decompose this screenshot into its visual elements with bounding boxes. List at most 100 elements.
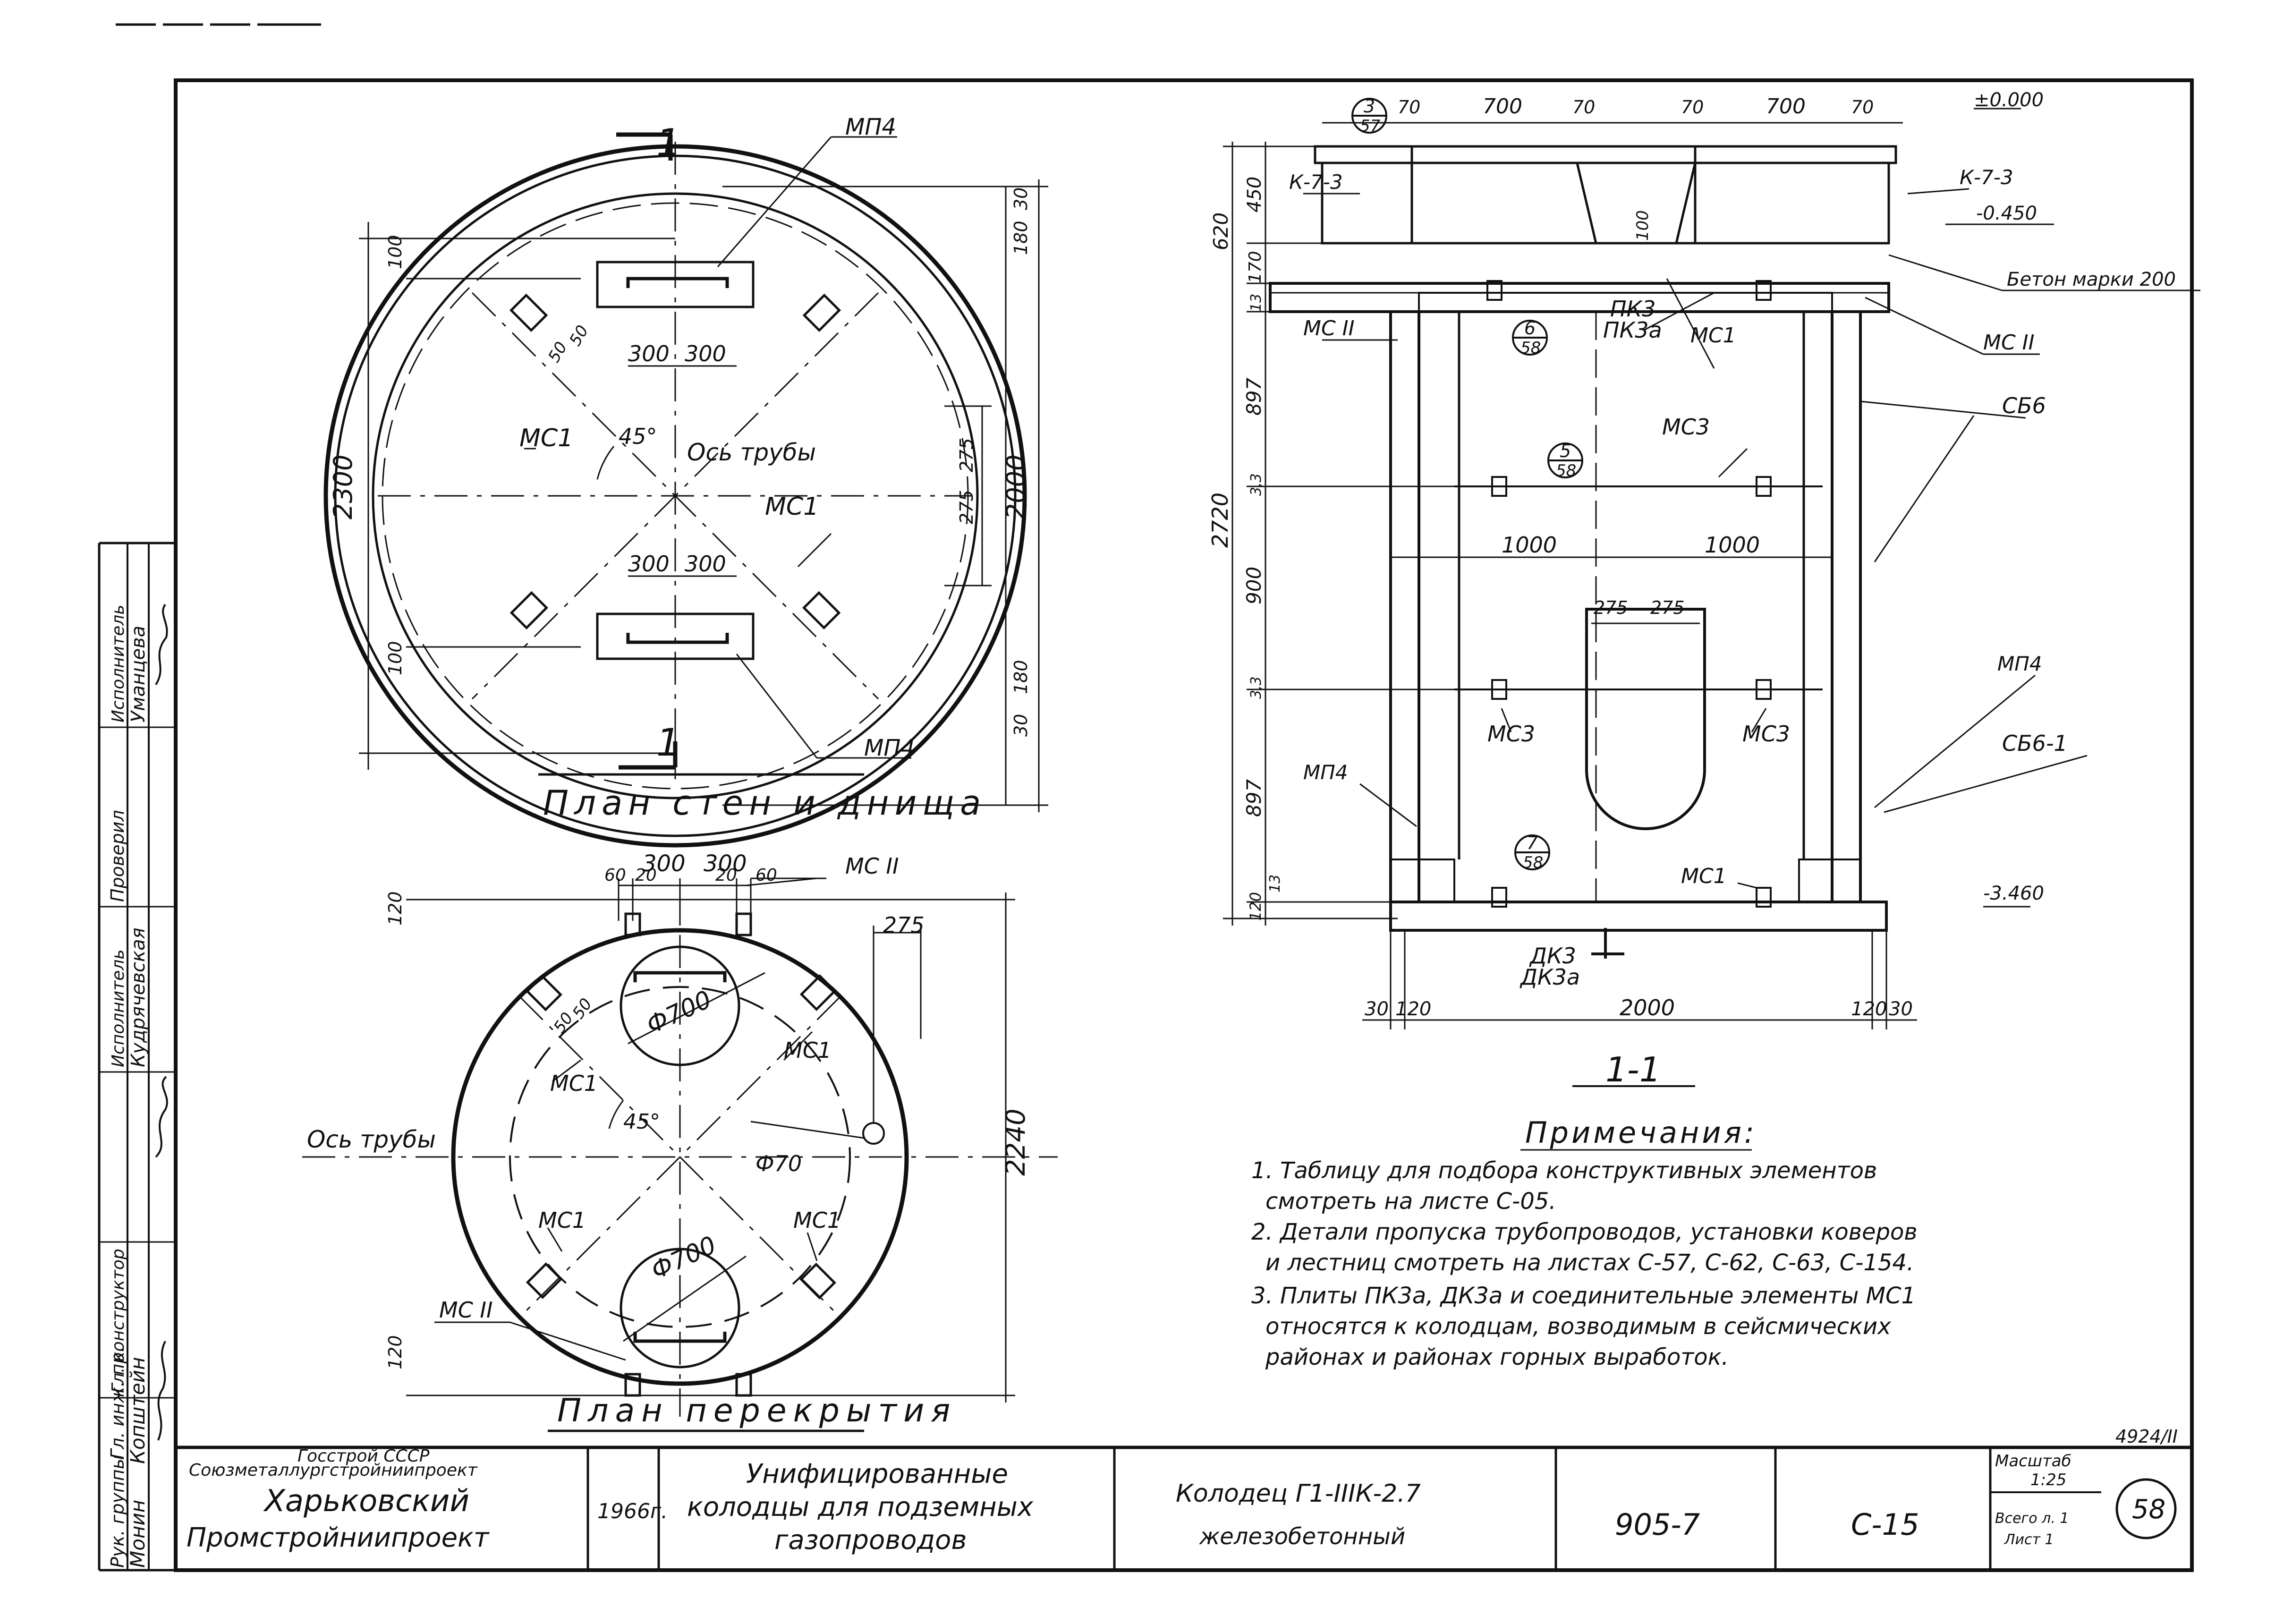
note-line-6: относятся к колодцам, возводимым в сейсм… [1265, 1313, 1891, 1340]
top-dim-1: 70 [1398, 97, 1420, 118]
dim-180-bottom: 180 [1010, 660, 1031, 694]
slab-dim-20-b: 20 [715, 866, 737, 885]
label-mp4-right: МП4 [1997, 652, 2042, 675]
label-sb61: СБ6-1 [2002, 731, 2068, 756]
dim-1000-a: 1000 [1502, 532, 1557, 558]
tb-scale-label: Масштаб [1995, 1452, 2071, 1471]
notes: Примечания: 1. Таблицу для подбора конст… [1251, 1115, 1918, 1370]
tb-item1: Колодец Г1-IIIК-2.7 [1176, 1479, 1421, 1508]
ref-6-num: 6 [1524, 318, 1536, 339]
section-title: 1-1 [1605, 1050, 1661, 1089]
elev-0: ±0.000 [1974, 89, 2044, 111]
stamp-name-1: Монин [126, 1500, 149, 1568]
label-ms1-top: МС1 [1690, 323, 1736, 348]
stamp-role-5: Проверил [107, 810, 128, 902]
slab-label-ms1-a: МС1 [550, 1071, 598, 1096]
top-dim-4: 70 [1681, 97, 1704, 118]
side-stamp: Рук. группы Гл. инж. пр. Гл. конструктор… [98, 542, 176, 1572]
note-line-2: смотреть на листе С-05. [1265, 1188, 1556, 1215]
stamp-name-6: Уманцева [127, 626, 149, 723]
slab-label-ms1-c: МС1 [538, 1207, 586, 1233]
slab-dim-120-bottom: 120 [385, 1335, 406, 1369]
top-dim-6: 70 [1851, 97, 1874, 118]
dim-897-a: 897 [1242, 378, 1265, 416]
slab-label-ms11-top: МС II [845, 853, 899, 879]
tb-item2: железобетонный [1199, 1523, 1405, 1550]
dim-275-b: 275 [956, 490, 977, 524]
ref-3-sheet: 57 [1360, 117, 1381, 136]
tb-org2: Союзметаллургстройниипроект [189, 1461, 478, 1480]
dim-170: 170 [1246, 251, 1265, 283]
ref-3-num: 3 [1364, 96, 1375, 117]
dim-2720: 2720 [1207, 493, 1233, 548]
plan-walls-title: План стен и днища [543, 783, 986, 823]
section-mark-top: 1 [656, 121, 680, 165]
note-line-7: районах и районах горных выработок. [1265, 1344, 1729, 1370]
slab-dia-small: Ф70 [756, 1151, 802, 1176]
tb-name1: Унифицированные [746, 1459, 1008, 1489]
ref-7-sheet: 58 [1523, 853, 1543, 872]
slab-dim-120-top: 120 [385, 891, 406, 926]
tb-sheet: Лист 1 [2004, 1531, 2054, 1548]
tb-org4: Промстройниипроект [187, 1522, 490, 1553]
tb-name3: газопроводов [774, 1525, 967, 1556]
ref-5-num: 5 [1560, 441, 1571, 461]
elev-minus-450: -0.450 [1976, 203, 2037, 224]
stamp-role-6: Исполнитель [109, 604, 128, 723]
section-1-1: 3 57 6 58 5 58 7 58 70 700 70 70 700 70 … [1207, 89, 2200, 1089]
dim-897-b: 897 [1242, 779, 1265, 817]
dim-180-top: 180 [1010, 221, 1031, 255]
label-pk3: ПК3 [1610, 296, 1656, 322]
axis-label: Ось трубы [687, 439, 816, 466]
dim-50-a: 50 [544, 339, 571, 366]
bottom-dim-120-a: 120 [1395, 998, 1431, 1020]
elev-minus-3460: -3.460 [1983, 883, 2044, 904]
bottom-dim-2000: 2000 [1620, 995, 1675, 1020]
bottom-dim-30-b: 30 [1889, 998, 1913, 1020]
dim-3-b: 3,3 [1248, 676, 1265, 699]
label-ms3-left: МС3 [1487, 721, 1535, 747]
slab-label-ms11-bottom: МС II [439, 1297, 493, 1323]
label-mp4-top: МП4 [845, 114, 896, 140]
slab-dim-300-a: 300 [642, 850, 686, 877]
stamp-role-2: Гл. инж. пр. [107, 1346, 128, 1459]
tb-page: 58 [2132, 1494, 2165, 1525]
top-dim-3: 70 [1572, 97, 1595, 118]
dim-275-a: 275 [956, 438, 977, 472]
dim-30-bottom: 30 [1010, 714, 1031, 737]
label-dk3a: ДК3а [1520, 964, 1580, 990]
dim-100-bottom: 100 [385, 641, 406, 675]
section-mark-bottom: 1 [656, 721, 680, 765]
dim-100: 100 [1633, 210, 1652, 241]
note-line-5: 3. Плиты ПК3а, ДК3а и соединительные эле… [1251, 1283, 1916, 1309]
label-ms1-left: МС1 [519, 424, 573, 452]
label-k73-right: К-7-3 [1960, 166, 2013, 189]
label-ms3-top: МС3 [1662, 414, 1710, 440]
label-pk3a: ПК3а [1603, 317, 1662, 343]
slab-dim-60-a: 60 [604, 866, 626, 885]
dim-2000: 2000 [1001, 455, 1031, 519]
dim-13-b: 13 [1267, 875, 1283, 893]
dim-30-top: 30 [1010, 187, 1031, 210]
ref-7-num: 7 [1527, 833, 1538, 853]
slab-label-ms1-b: МС1 [784, 1037, 832, 1063]
dim-100-top: 100 [385, 235, 406, 269]
plan-slab: 300 300 60 20 20 60 МС II 275 120 120 22… [302, 850, 1058, 1432]
dim-3-a: 3,3 [1248, 473, 1265, 496]
dim-275-a: 275 [1594, 597, 1628, 618]
ref-6-sheet: 58 [1520, 339, 1541, 357]
plan-walls: 1 1 МП4 МП4 МС1 МС1 45° Ось трубы 2300 2… [323, 114, 1048, 848]
slab-axis-label: Ось трубы [307, 1126, 436, 1153]
dim-300-c: 300 [628, 551, 670, 577]
note-line-4: и лестниц смотреть на листах С-57, С-62,… [1265, 1250, 1914, 1276]
slab-dim-275: 275 [883, 912, 925, 938]
stamp-role-3: Гл. конструктор [109, 1249, 128, 1393]
slab-dim-2240: 2240 [1001, 1108, 1031, 1176]
dim-2300: 2300 [328, 455, 358, 519]
dim-275-b: 275 [1650, 597, 1685, 618]
tb-scale-value: 1:25 [2030, 1471, 2066, 1489]
label-dk3: ДК3 [1529, 943, 1576, 969]
tb-series: 905-7 [1615, 1507, 1700, 1542]
label-ms3-right: МС3 [1742, 721, 1790, 747]
stamp-role-4: Исполнитель [109, 949, 128, 1067]
